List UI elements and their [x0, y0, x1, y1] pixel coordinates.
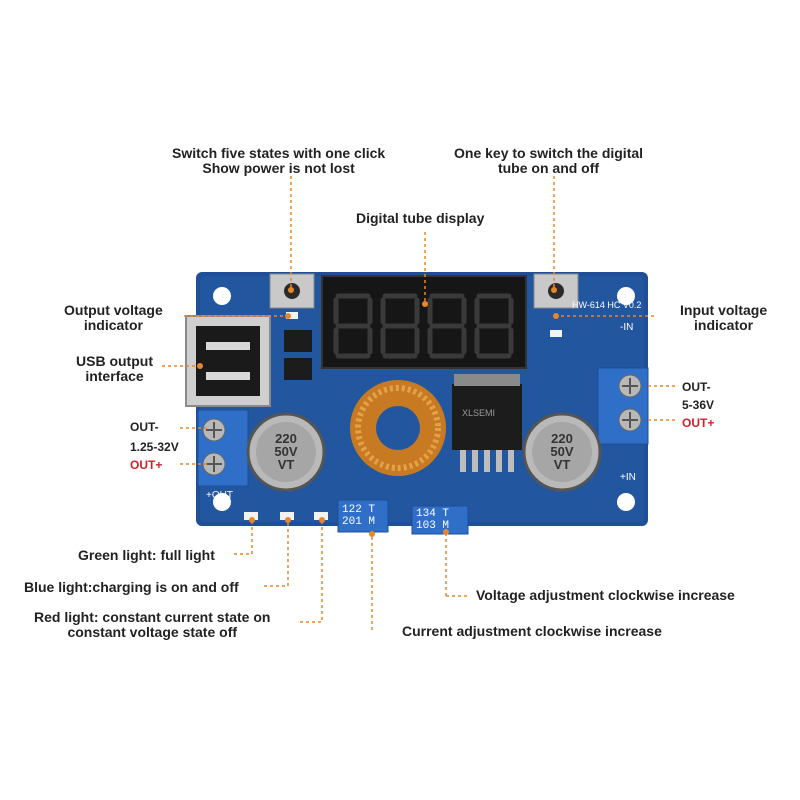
- green-led: [244, 512, 258, 520]
- range-left-label: 1.25-32V: [130, 440, 179, 454]
- voltage-potentiometer: [411, 505, 469, 535]
- switch-button-right: [533, 273, 579, 309]
- green-light-label: Green light: full light: [78, 547, 215, 563]
- output-voltage-led: [286, 312, 298, 319]
- voltage-pot-text: 134 T 103 M: [416, 508, 450, 532]
- regulator-chip: [452, 384, 522, 450]
- out-minus-right-label: OUT-: [682, 380, 711, 394]
- output-terminal-block: [197, 409, 249, 487]
- out-silkscreen: +OUT: [206, 490, 233, 501]
- digital-tube-label: Digital tube display: [356, 210, 485, 226]
- mounting-hole: [617, 493, 635, 511]
- in-minus-silkscreen: -IN: [620, 322, 634, 333]
- leader-dots: [197, 287, 559, 537]
- leader-lines: [162, 176, 676, 630]
- range-right-label: 5-36V: [682, 398, 715, 412]
- current-potentiometer: [337, 499, 389, 533]
- input-voltage-led: [550, 330, 562, 337]
- digital-tube-display: [321, 275, 527, 369]
- red-led: [314, 512, 328, 520]
- mounting-hole: [617, 287, 635, 305]
- mounting-hole: [213, 287, 231, 305]
- model-silkscreen: HW-614 HC V0.2: [572, 300, 642, 310]
- out-minus-left-label: OUT-: [130, 420, 159, 434]
- out-plus-right-label: OUT+: [682, 416, 715, 430]
- mounting-hole: [213, 493, 231, 511]
- blue-led: [280, 512, 294, 520]
- current-adjust-label: Current adjustment clockwise increase: [402, 623, 662, 639]
- ic-marking: XLSEMI: [462, 408, 496, 418]
- voltage-adjust-label: Voltage adjustment clockwise increase: [476, 587, 735, 603]
- in-plus-silkscreen: +IN: [620, 472, 636, 483]
- blue-light-label: Blue light:charging is on and off: [24, 579, 239, 595]
- out-plus-left-label: OUT+: [130, 458, 163, 472]
- current-pot-text: 122 T 201 M: [342, 504, 376, 528]
- display-digits: [333, 293, 514, 359]
